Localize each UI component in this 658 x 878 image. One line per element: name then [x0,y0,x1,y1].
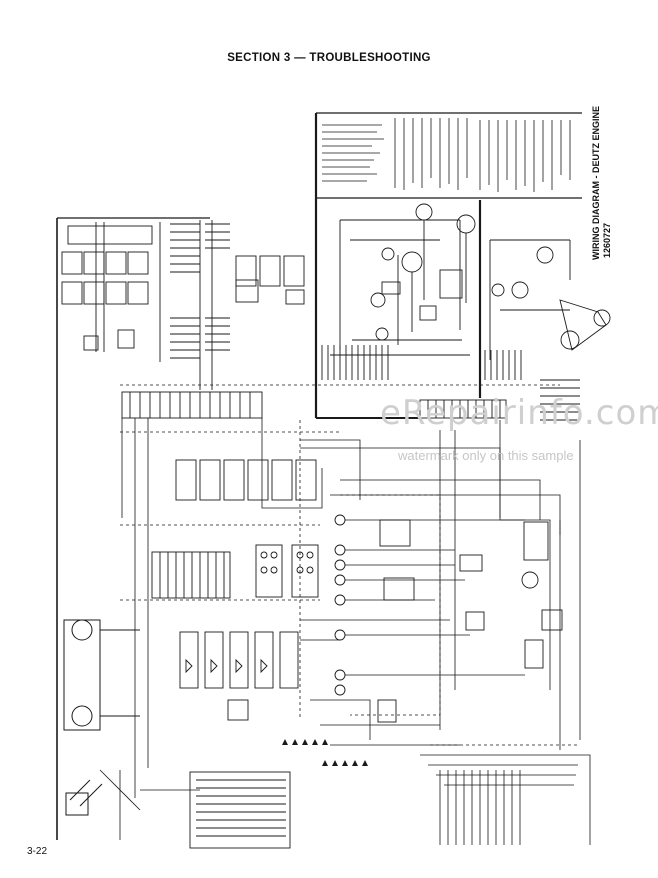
diagram-part-number: 1260727 [602,222,612,258]
page-title: SECTION 3 — TROUBLESHOOTING [227,52,431,64]
control-box [56,217,305,840]
engine-notes-panel [314,112,582,419]
watermark-text: eRepairinfo.com [380,393,658,433]
right-inset-components [484,239,611,421]
diagram-title: WIRING DIAGRAM - DEUTZ ENGINE [591,106,601,260]
arrow-markers [282,739,368,766]
switch-bank [179,631,299,721]
junction-block [334,514,563,723]
page-number: 3-22 [27,846,48,857]
relay-bank [175,459,319,598]
engine-components [321,203,476,380]
harness-boundaries [120,384,580,746]
starter-motor [63,619,140,816]
watermark-subtext: watermark only on this sample [398,448,574,463]
wire-runs [99,418,591,845]
terminal-strips [121,391,507,849]
